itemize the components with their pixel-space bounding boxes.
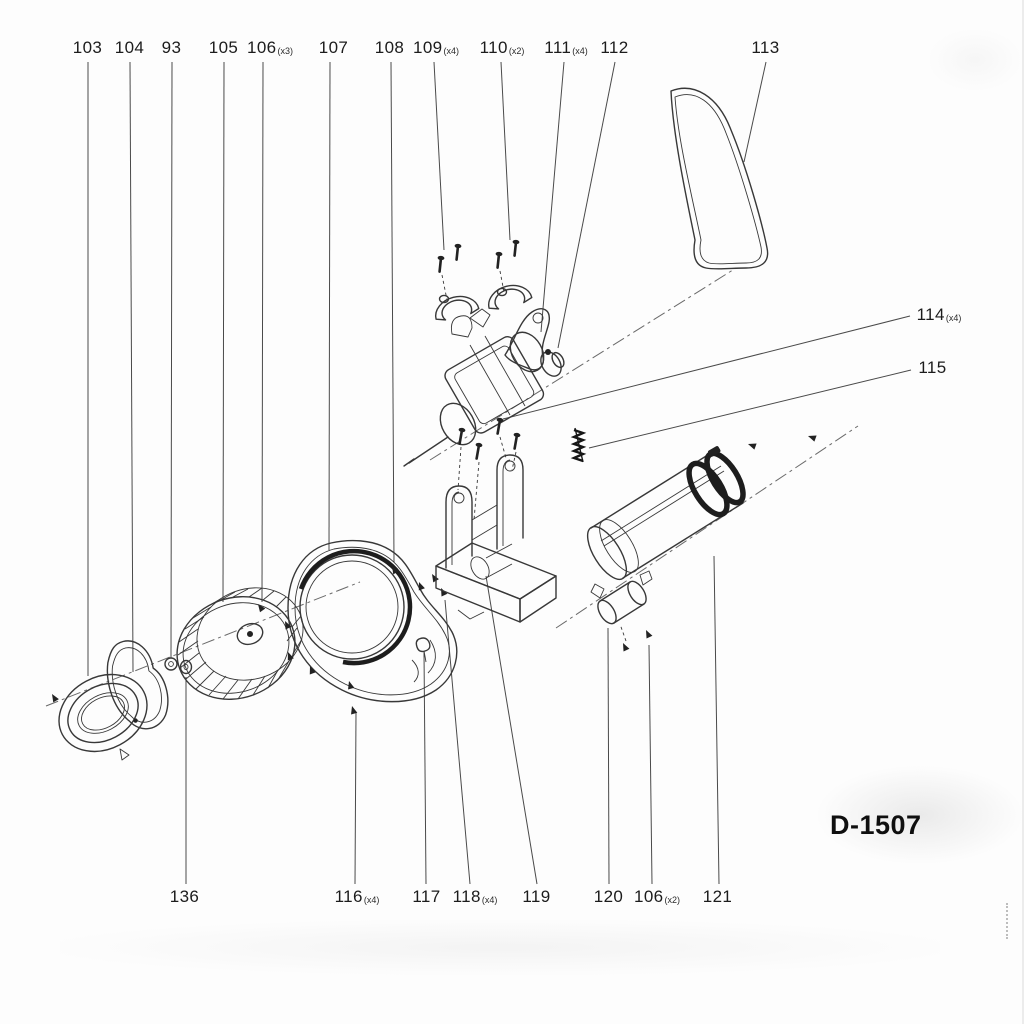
part-qty: (x3) <box>277 46 294 56</box>
part-qty: (x4) <box>945 313 962 323</box>
leader-lines-top <box>87 61 767 676</box>
part-number: 109 <box>412 38 443 57</box>
part-label-114: 114(x4) <box>917 306 962 323</box>
part-number: 115 <box>918 358 947 377</box>
part-label-105: 105 <box>209 39 240 56</box>
part-label-121: 121 <box>703 888 734 905</box>
gasket-drawing <box>106 640 169 730</box>
seal-ring-drawing <box>49 673 148 761</box>
part-number: 93 <box>161 38 182 57</box>
part-label-109: 109(x4) <box>413 39 459 56</box>
spring-drawing <box>570 427 587 463</box>
part-label-106: 106(x3) <box>247 39 293 56</box>
part-number: 108 <box>374 38 405 57</box>
part-label-93: 93 <box>162 39 183 56</box>
part-label-120: 120 <box>594 888 625 905</box>
part-qty: (x2) <box>508 46 525 56</box>
part-label-106b: 106(x2) <box>634 888 680 905</box>
part-number: 105 <box>208 38 239 57</box>
part-number: 111 <box>544 38 572 57</box>
part-label-136: 136 <box>170 888 201 905</box>
part-qty: (x2) <box>664 895 681 905</box>
part-number: 106 <box>633 887 664 906</box>
motor-drawing <box>403 308 565 467</box>
clip-and-screws <box>415 574 449 663</box>
part-qty: (x4) <box>572 46 588 56</box>
part-label-118: 118(x4) <box>453 888 498 905</box>
shaft-nut-drawing <box>164 657 178 671</box>
leader-lines-right <box>502 315 912 449</box>
part-label-115: 115 <box>918 359 947 376</box>
part-label-119: 119 <box>522 888 551 905</box>
duct-cylinder-drawing <box>586 432 819 581</box>
part-number: 104 <box>114 38 145 57</box>
part-qty: (x4) <box>443 46 460 56</box>
motor-clamp-drawing <box>435 284 533 321</box>
part-label-117: 117 <box>412 888 441 905</box>
part-qty: (x4) <box>481 895 498 905</box>
part-number: 120 <box>593 887 624 906</box>
leader-lines-bottom <box>185 555 720 885</box>
part-number: 121 <box>702 887 733 906</box>
part-label-111: 111(x4) <box>544 39 588 56</box>
part-qty: (x4) <box>363 895 380 905</box>
part-label-107: 107 <box>319 39 350 56</box>
belt-drawing <box>670 87 769 270</box>
part-number: 136 <box>169 887 200 906</box>
part-number: 119 <box>522 887 551 906</box>
part-label-116: 116(x4) <box>335 888 380 905</box>
part-label-110: 110(x2) <box>480 39 525 56</box>
part-number: 114 <box>916 305 945 324</box>
bracket-screws <box>456 417 521 521</box>
part-number: 117 <box>412 887 441 906</box>
motor-bracket-drawing <box>435 454 557 623</box>
part-number: 112 <box>600 38 629 57</box>
part-number: 106 <box>246 38 277 57</box>
diagram-code: D-1507 <box>830 810 922 840</box>
part-number: 107 <box>318 38 349 57</box>
part-number: 116 <box>334 887 363 906</box>
part-label-113: 113 <box>751 39 780 56</box>
part-number: 103 <box>72 38 103 57</box>
washer-drawing <box>179 659 193 675</box>
part-label-103: 103 <box>73 39 104 56</box>
blower-housing-drawing <box>287 539 458 703</box>
part-label-112: 112 <box>600 39 629 56</box>
clamp-bolts <box>436 239 520 301</box>
part-label-104: 104 <box>115 39 146 56</box>
part-number: 113 <box>751 38 780 57</box>
wheel-slats <box>177 587 303 700</box>
part-label-108: 108 <box>375 39 406 56</box>
part-number: 110 <box>479 38 508 57</box>
small-clamp-drawing <box>590 570 654 654</box>
part-number: 118 <box>452 887 481 906</box>
